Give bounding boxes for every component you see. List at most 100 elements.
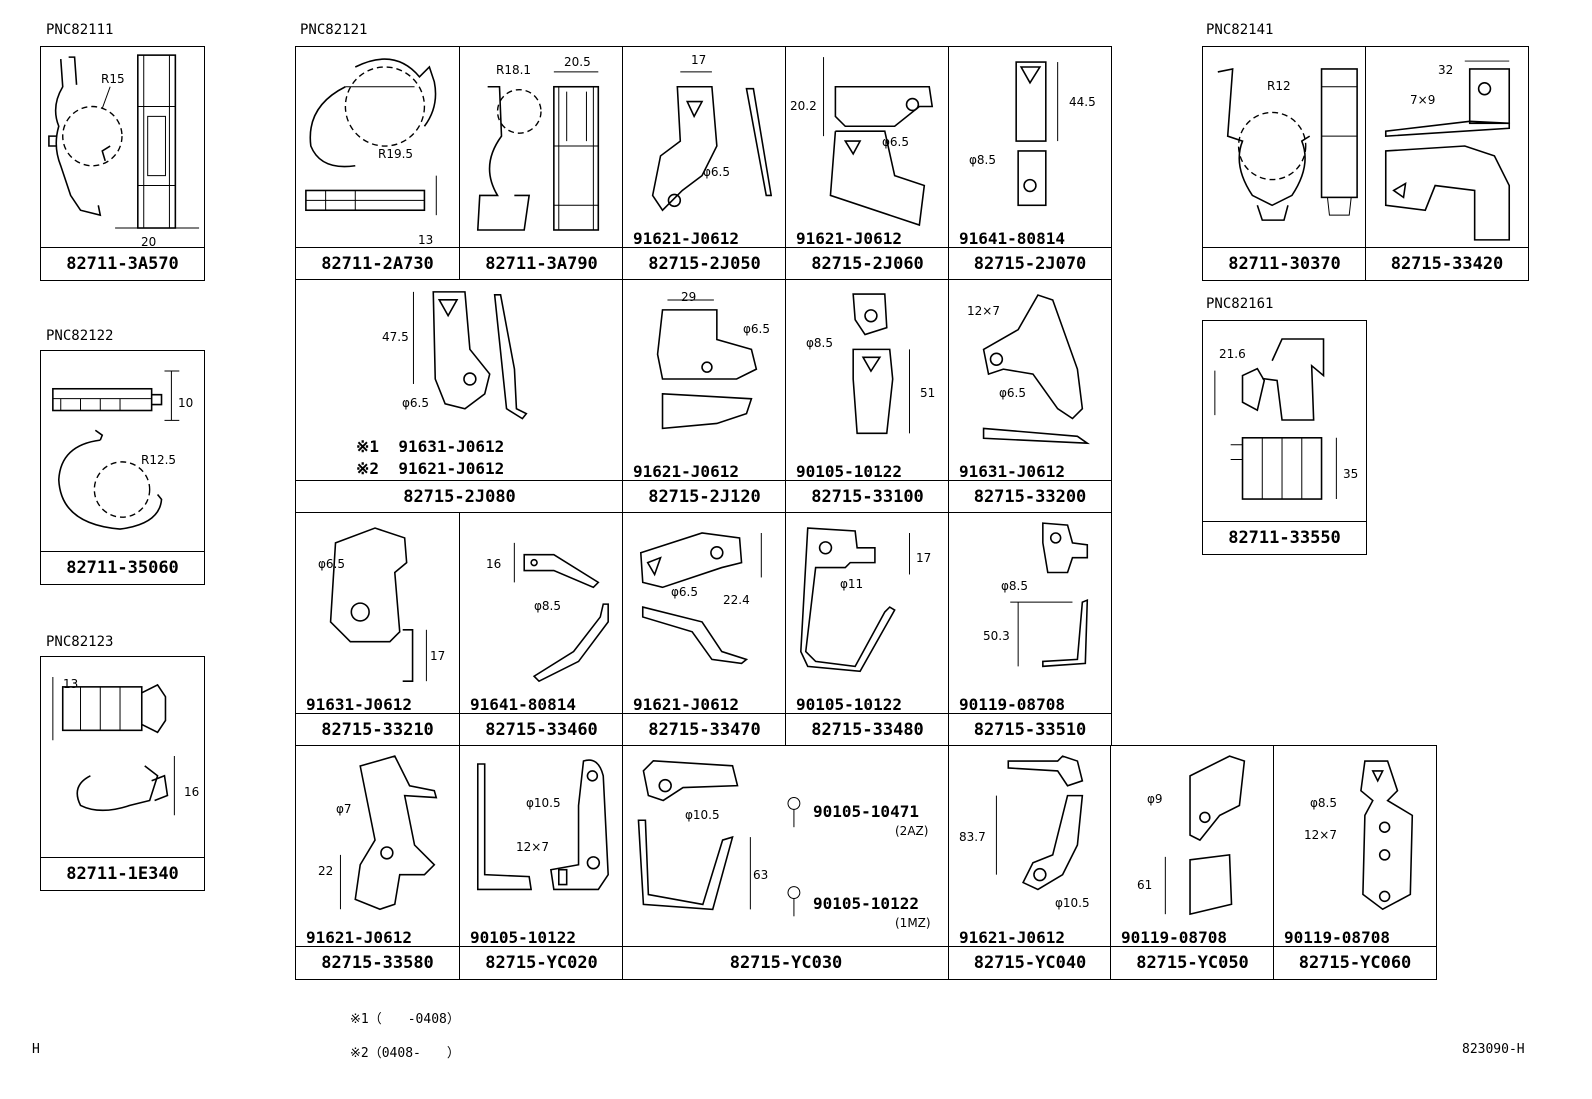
part-number[interactable]: 82715-33470	[623, 713, 786, 746]
part-cell-82715-YC060[interactable]: φ8.5 12×7 90119-08708 82715-YC060	[1273, 745, 1437, 980]
dimension-label: 47.5	[382, 330, 409, 344]
part-cell-82715-2J070[interactable]: 44.5 φ8.5 91641-80814 82715-2J070	[948, 46, 1112, 281]
part-cell-82711-3A790[interactable]: R18.1 20.5 82711-3A790	[459, 46, 624, 281]
part-number[interactable]: 82715-YC040	[949, 946, 1111, 979]
part-cell-82715-33580[interactable]: φ7 22 91621-J0612 82715-33580	[295, 745, 460, 980]
bracket-drawing	[1111, 746, 1274, 947]
part-number[interactable]: 82715-2J120	[623, 480, 786, 513]
dimension-label: φ6.5	[999, 386, 1026, 400]
part-cell-82711-3A570[interactable]: R15 20 82711-3A570	[40, 46, 205, 281]
part-number[interactable]: 82715-YC030	[623, 946, 949, 979]
part-number[interactable]: 82715-33210	[296, 713, 459, 746]
bolt-number: 91621-J0612	[398, 459, 505, 478]
bolt-callout: 91621-J0612	[306, 928, 412, 947]
part-number[interactable]: 82715-33200	[949, 480, 1111, 513]
part-number[interactable]: 82715-YC050	[1111, 946, 1274, 979]
part-cell-82715-33210[interactable]: φ6.5 17 91631-J0612 82715-33210	[295, 512, 460, 747]
bracket-drawing	[1274, 746, 1436, 947]
bracket-drawing	[296, 746, 459, 947]
corner-mark: H	[32, 1042, 40, 1057]
bolt-note-1: ※1 91631-J0612	[356, 437, 504, 456]
part-cell-82715-2J080[interactable]: 47.5 φ6.5 ※1 91631-J0612 ※2 91621-J0612 …	[295, 279, 624, 514]
part-number[interactable]: 82715-2J050	[623, 247, 786, 280]
clamp-drawing	[1203, 47, 1366, 248]
part-cell-82715-2J120[interactable]: 29 φ6.5 91621-J0612 82715-2J120	[622, 279, 787, 514]
footnote: ※1（ -0408）	[350, 1012, 460, 1027]
dimension-label: 7×9	[1410, 93, 1436, 107]
part-cell-82715-33510[interactable]: φ8.5 50.3 90119-08708 82715-33510	[948, 512, 1112, 747]
bracket-drawing	[949, 513, 1111, 714]
dimension-label: φ8.5	[1310, 796, 1337, 810]
clip-drawing	[41, 657, 204, 858]
part-cell-82715-33200[interactable]: 12×7 φ6.5 91631-J0612 82715-33200	[948, 279, 1112, 514]
bolt-callout: 90119-08708	[1121, 928, 1227, 947]
part-number[interactable]: 82715-2J080	[296, 480, 623, 513]
part-number[interactable]: 82711-35060	[41, 551, 204, 584]
part-number[interactable]: 82715-33580	[296, 946, 459, 979]
pnc-label: PNC82122	[46, 328, 114, 344]
footnote: ※2（0408- ）	[350, 1046, 460, 1061]
bracket-drawing	[786, 513, 949, 714]
part-number[interactable]: 82715-33510	[949, 713, 1111, 746]
part-cell-82711-33550[interactable]: 21.6 35 82711-33550	[1202, 320, 1367, 555]
bracket-drawing	[786, 280, 949, 481]
dimension-label: 12×7	[516, 840, 549, 854]
part-cell-82715-2J060[interactable]: 20.2 φ6.5 91621-J0612 82715-2J060	[785, 46, 950, 281]
dimension-label: 13	[63, 677, 79, 691]
bracket-drawing	[460, 513, 623, 714]
part-cell-82715-YC040[interactable]: 83.7 φ10.5 91621-J0612 82715-YC040	[948, 745, 1112, 980]
part-number[interactable]: 82711-33550	[1203, 521, 1366, 554]
part-number[interactable]: 82715-33480	[786, 713, 949, 746]
part-number[interactable]: 82715-33100	[786, 480, 949, 513]
dimension-label: φ6.5	[882, 135, 909, 149]
bracket-drawing	[296, 513, 459, 714]
part-number[interactable]: 82711-2A730	[296, 247, 459, 280]
part-cell-82715-33460[interactable]: 16 φ8.5 91641-80814 82715-33460	[459, 512, 624, 747]
part-cell-82715-2J050[interactable]: 17 φ6.5 91621-J0612 82715-2J050	[622, 46, 787, 281]
part-number[interactable]: 82711-3A570	[41, 247, 204, 280]
bolt-callout: 91621-J0612	[633, 462, 739, 481]
part-cell-82715-33420[interactable]: 32 7×9 82715-33420	[1365, 46, 1529, 281]
part-cell-82715-33470[interactable]: φ6.5 22.4 91621-J0612 82715-33470	[622, 512, 787, 747]
part-cell-82715-YC050[interactable]: φ9 61 90119-08708 82715-YC050	[1110, 745, 1275, 980]
part-cell-82711-30370[interactable]: R12 82711-30370	[1202, 46, 1367, 281]
part-number[interactable]: 82711-30370	[1203, 247, 1366, 280]
part-number[interactable]: 82715-2J060	[786, 247, 949, 280]
dimension-label: φ8.5	[1001, 579, 1028, 593]
dimension-label: φ8.5	[806, 336, 833, 350]
part-cell-82711-1E340[interactable]: 13 16 82711-1E340	[40, 656, 205, 891]
dimension-label: 12×7	[1304, 828, 1337, 842]
part-number[interactable]: 82711-1E340	[41, 857, 204, 890]
part-number[interactable]: 82715-YC020	[460, 946, 623, 979]
bracket-drawing	[623, 746, 949, 947]
bracket-drawing	[949, 746, 1111, 947]
dimension-label: 20	[141, 235, 157, 249]
bracket-drawing	[786, 47, 949, 248]
part-cell-82715-33480[interactable]: 17 φ11 90105-10122 82715-33480	[785, 512, 950, 747]
engine-note: (2AZ)	[895, 824, 929, 838]
dimension-label: φ6.5	[743, 322, 770, 336]
bolt-callout: 91641-80814	[959, 229, 1065, 248]
part-number[interactable]: 82711-3A790	[460, 247, 623, 280]
part-cell-82711-35060[interactable]: 10 R12.5 82711-35060	[40, 350, 205, 585]
part-number[interactable]: 82715-33460	[460, 713, 623, 746]
dimension-label: φ9	[1147, 792, 1163, 806]
bolt-callout: 90105-10122	[813, 894, 919, 913]
dimension-label: 44.5	[1069, 95, 1096, 109]
dimension-label: R12.5	[141, 453, 177, 467]
mark-1: ※1	[356, 437, 380, 456]
dimension-label: 12×7	[967, 304, 1000, 318]
dimension-label: 29	[681, 290, 697, 304]
part-cell-82715-YC030[interactable]: φ10.5 63 90105-10471 (2AZ) 90105-10122 (…	[622, 745, 950, 980]
dimension-label: 21.6	[1219, 347, 1246, 361]
dimension-label: 51	[920, 386, 936, 400]
part-cell-82711-2A730[interactable]: R19.5 13 82711-2A730	[295, 46, 460, 281]
dimension-label: φ10.5	[1055, 896, 1090, 910]
part-number[interactable]: 82715-YC060	[1274, 946, 1436, 979]
part-number[interactable]: 82715-33420	[1366, 247, 1528, 280]
part-cell-82715-33100[interactable]: φ8.5 51 90105-10122 82715-33100	[785, 279, 950, 514]
bolt-callout: 90119-08708	[1284, 928, 1390, 947]
bolt-callout: 90105-10471	[813, 802, 919, 821]
part-number[interactable]: 82715-2J070	[949, 247, 1111, 280]
part-cell-82715-YC020[interactable]: φ10.5 12×7 90105-10122 82715-YC020	[459, 745, 624, 980]
